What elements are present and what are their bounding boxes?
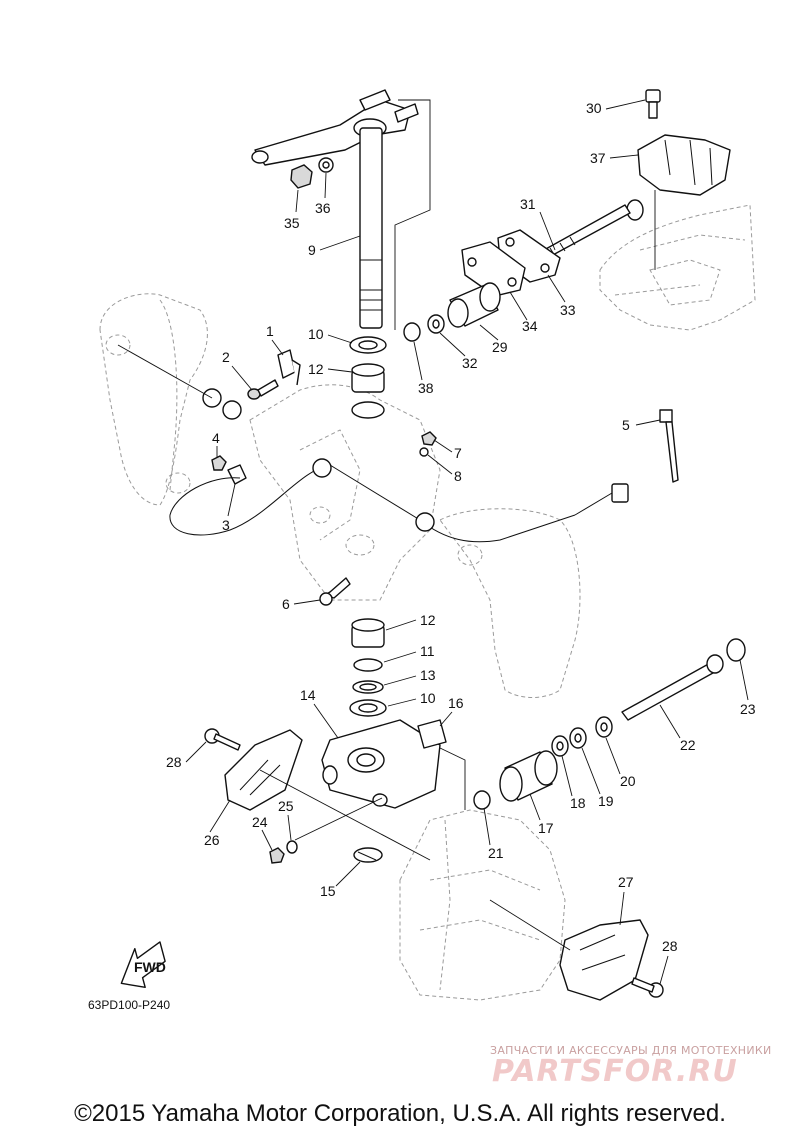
clip-3 [227,464,247,485]
bolt-30 [645,89,661,119]
callout: 13 [420,667,436,683]
callout: 8 [454,468,462,484]
callout: 34 [522,318,538,334]
diagram-code: 63PD100-P240 [88,998,171,1012]
callout: 33 [560,302,576,318]
nut-24 [269,847,285,864]
lower-mount-bracket-14 [321,719,441,809]
cable-tie-5 [659,409,679,483]
steering-arm [251,89,419,166]
fwd-arrow-icon: FWD [120,941,166,989]
washer-25 [286,840,298,854]
callout: 26 [204,832,220,848]
copyright-text: ©2015 Yamaha Motor Corporation, U.S.A. A… [74,1100,726,1127]
bolt-28-left [204,728,241,751]
callout: 11 [420,643,435,659]
cover-27 [559,919,649,1001]
callout: 32 [462,355,478,371]
ghost-lower-casing [399,809,566,1001]
cover-26 [224,729,303,811]
callout: 16 [448,695,464,711]
callout: 17 [538,820,554,836]
rubber-mount-29 [447,282,501,328]
callout: 4 [212,430,220,446]
callout: 22 [680,737,696,753]
o-ring-11 [353,658,383,672]
callout: 12 [420,612,436,628]
callout: 6 [282,596,290,612]
fwd-label: FWD [134,959,166,975]
callout: 29 [492,339,508,355]
collar-38 [403,322,421,342]
nut-35 [290,164,313,189]
callout: 5 [622,417,630,433]
callout: 30 [586,100,602,116]
callout: 24 [252,814,268,830]
bolt-6 [319,577,351,606]
callout: 3 [222,517,230,533]
callout: 28 [166,754,182,770]
cover-37 [637,134,731,196]
ghost-clamp-bracket-left [99,293,208,506]
callout: 14 [300,687,316,703]
callout: 28 [662,938,678,954]
shaft-bracket-line [394,99,431,330]
collar-21 [473,790,491,810]
watermark-logo: PARTSFOR.RU [492,1054,738,1089]
callout: 10 [420,690,436,706]
callout: 35 [284,215,300,231]
callout: 10 [308,326,324,342]
plate-34 [461,241,526,297]
bushing-12-bottom [351,618,385,648]
ghost-clamp-bracket-right [439,508,581,698]
callout: 31 [520,196,536,212]
callout: 9 [308,242,316,258]
callout: 2 [222,349,230,365]
callout: 23 [740,701,756,717]
bolt-22 [621,654,724,721]
cap-23 [726,638,746,662]
ghost-upper-casing [599,204,756,331]
callout: 19 [598,793,614,809]
callout: 38 [418,380,434,396]
nut-4 [211,455,227,471]
callouts: 30 37 31 33 34 29 32 38 35 36 9 10 12 1 … [166,99,756,985]
clamp-15 [353,847,383,863]
rubber-mount-17 [499,750,558,802]
bracket-1 [277,349,301,386]
bolt-28-right [631,977,664,998]
callout: 27 [618,874,634,890]
callout: 18 [570,795,586,811]
callout: 37 [590,150,606,166]
washer-8 [419,447,429,457]
callout: 15 [320,883,336,899]
callout: 1 [266,323,274,339]
nut-7 [421,431,437,446]
stopper-16 [417,719,447,749]
callout: 21 [488,845,504,861]
watermark-tagline: ЗАПЧАСТИ И АКСЕССУАРЫ ДЛЯ МОТОТЕХНИКИ [490,1044,772,1057]
callout: 12 [308,361,324,377]
bushing-12-top [351,363,385,393]
callout: 36 [315,200,331,216]
callout: 25 [278,798,294,814]
steering-shaft [359,127,383,329]
screw-2 [247,379,279,400]
ghost-swivel-bracket [249,384,441,601]
connector [611,483,629,503]
callout: 7 [454,445,462,461]
callout: 20 [620,773,636,789]
